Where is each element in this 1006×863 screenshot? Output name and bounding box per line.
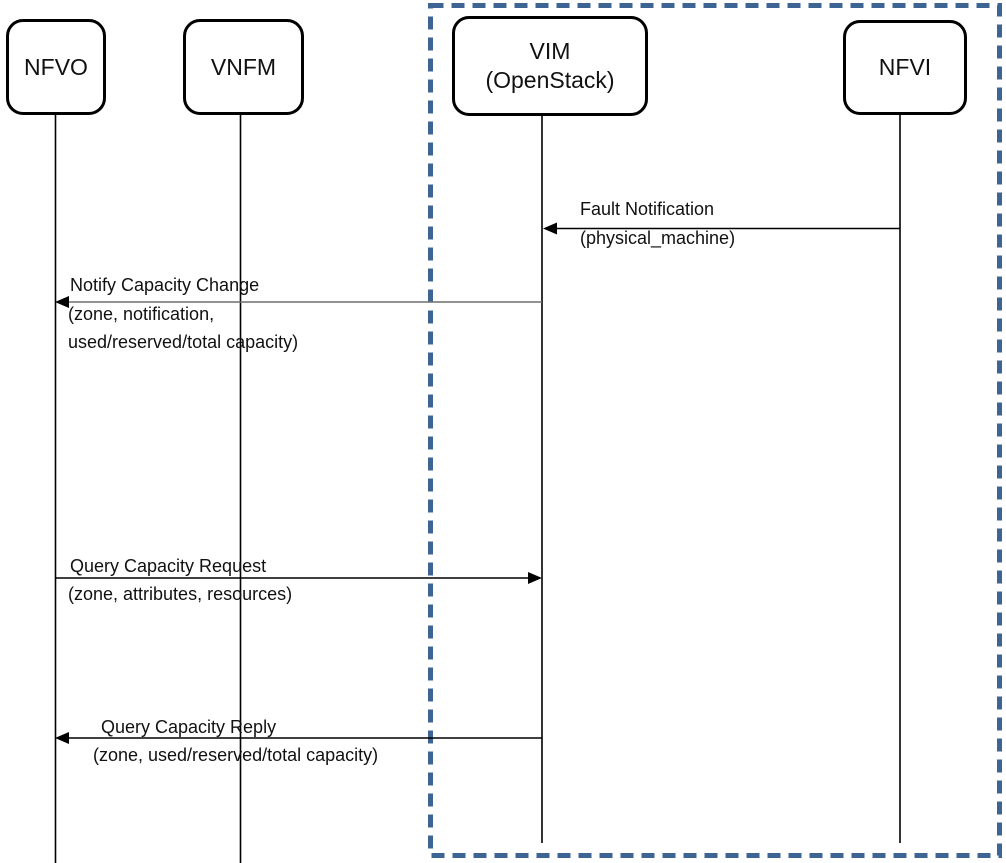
actor-vim: VIM (OpenStack)	[452, 16, 648, 116]
message-notify-capacity-change-line2: (zone, notification,	[68, 304, 215, 324]
message-notify-capacity-change-line3: used/reserved/total capacity)	[68, 332, 299, 352]
message-query-capacity-request-line1: Query Capacity Request	[70, 556, 267, 576]
actor-vim-label: VIM	[529, 38, 571, 65]
arrow-fault-notification	[543, 222, 900, 235]
message-fault-notification-line2: (physical_machine)	[580, 228, 736, 248]
arrow-query-capacity-request-head	[528, 572, 542, 584]
openstack-boundary-box	[428, 3, 1002, 858]
message-notify-capacity-change-line1: Notify Capacity Change	[70, 275, 260, 295]
arrow-notify-capacity-change	[55, 296, 542, 308]
message-query-capacity-reply-line1: Query Capacity Reply	[101, 717, 277, 737]
arrow-notify-capacity-change-head	[55, 296, 69, 308]
actor-nfvo-label: NFVO	[24, 53, 88, 80]
actor-vnfm-label: VNFM	[210, 53, 277, 80]
actor-nfvo: NFVO	[6, 19, 106, 115]
actor-nfvi-label: NFVI	[878, 54, 932, 81]
arrow-query-capacity-reply-head	[55, 732, 69, 744]
arrow-query-capacity-reply	[55, 732, 542, 744]
message-query-capacity-reply-line2: (zone, used/reserved/total capacity)	[93, 745, 379, 765]
message-fault-notification-line1: Fault Notification	[580, 199, 715, 219]
arrow-query-capacity-request	[55, 572, 542, 584]
message-query-capacity-request-line2: (zone, attributes, resources)	[68, 584, 293, 604]
actor-vnfm: VNFM	[183, 19, 304, 115]
actor-vim-sublabel: (OpenStack)	[485, 67, 615, 93]
arrow-fault-notification-head	[543, 222, 557, 235]
actor-nfvi: NFVI	[843, 20, 967, 115]
